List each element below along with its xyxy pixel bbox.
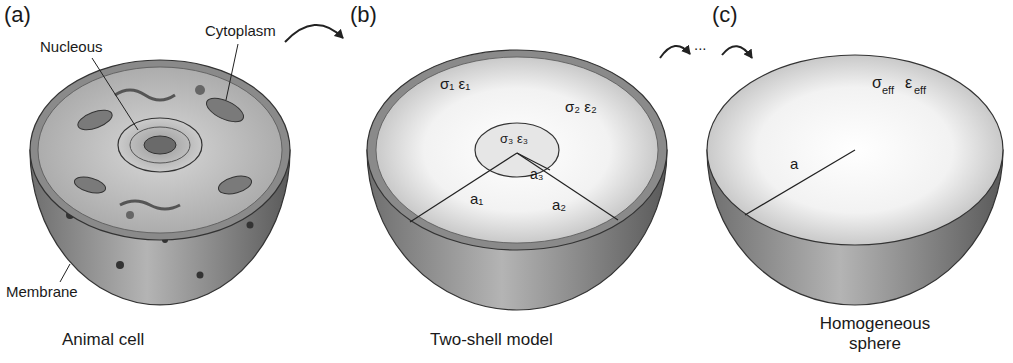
parameter-label: σ (872, 74, 882, 92)
panel-caption: Homogeneous sphere (810, 314, 940, 353)
radius-label: a₂ (552, 196, 566, 213)
transition-arrow (722, 46, 752, 58)
parameter-subscript: eff (882, 84, 894, 97)
panel-letter: (c) (712, 2, 738, 27)
ellipsis-mark: ... (694, 36, 707, 53)
transition-arrow (660, 46, 690, 58)
panel-caption: Two-shell model (430, 330, 553, 350)
homogeneous-sphere (707, 55, 1003, 305)
radius-label: a₃ (530, 166, 544, 182)
part-name: Membrane (6, 283, 78, 300)
part-name: Nucleous (40, 38, 103, 55)
parameter-label: σ₁ ε₁ (440, 75, 470, 92)
parameter-label: σ₃ ε₃ (500, 132, 528, 147)
parameter-subscript: eff (914, 84, 926, 97)
parameter-label: σ₂ ε₂ (565, 98, 597, 115)
panel-letter: (b) (350, 2, 377, 27)
transition-arrow (285, 25, 343, 42)
two-shell-model (367, 50, 667, 310)
radius-label: a₁ (470, 190, 483, 207)
parameter-label: ε (905, 74, 912, 92)
radius-label: a (790, 155, 798, 172)
animal-cell (30, 44, 290, 305)
panel-letter: (a) (4, 2, 31, 27)
panel-caption: Animal cell (62, 330, 144, 350)
part-name: Cytoplasm (205, 22, 276, 39)
